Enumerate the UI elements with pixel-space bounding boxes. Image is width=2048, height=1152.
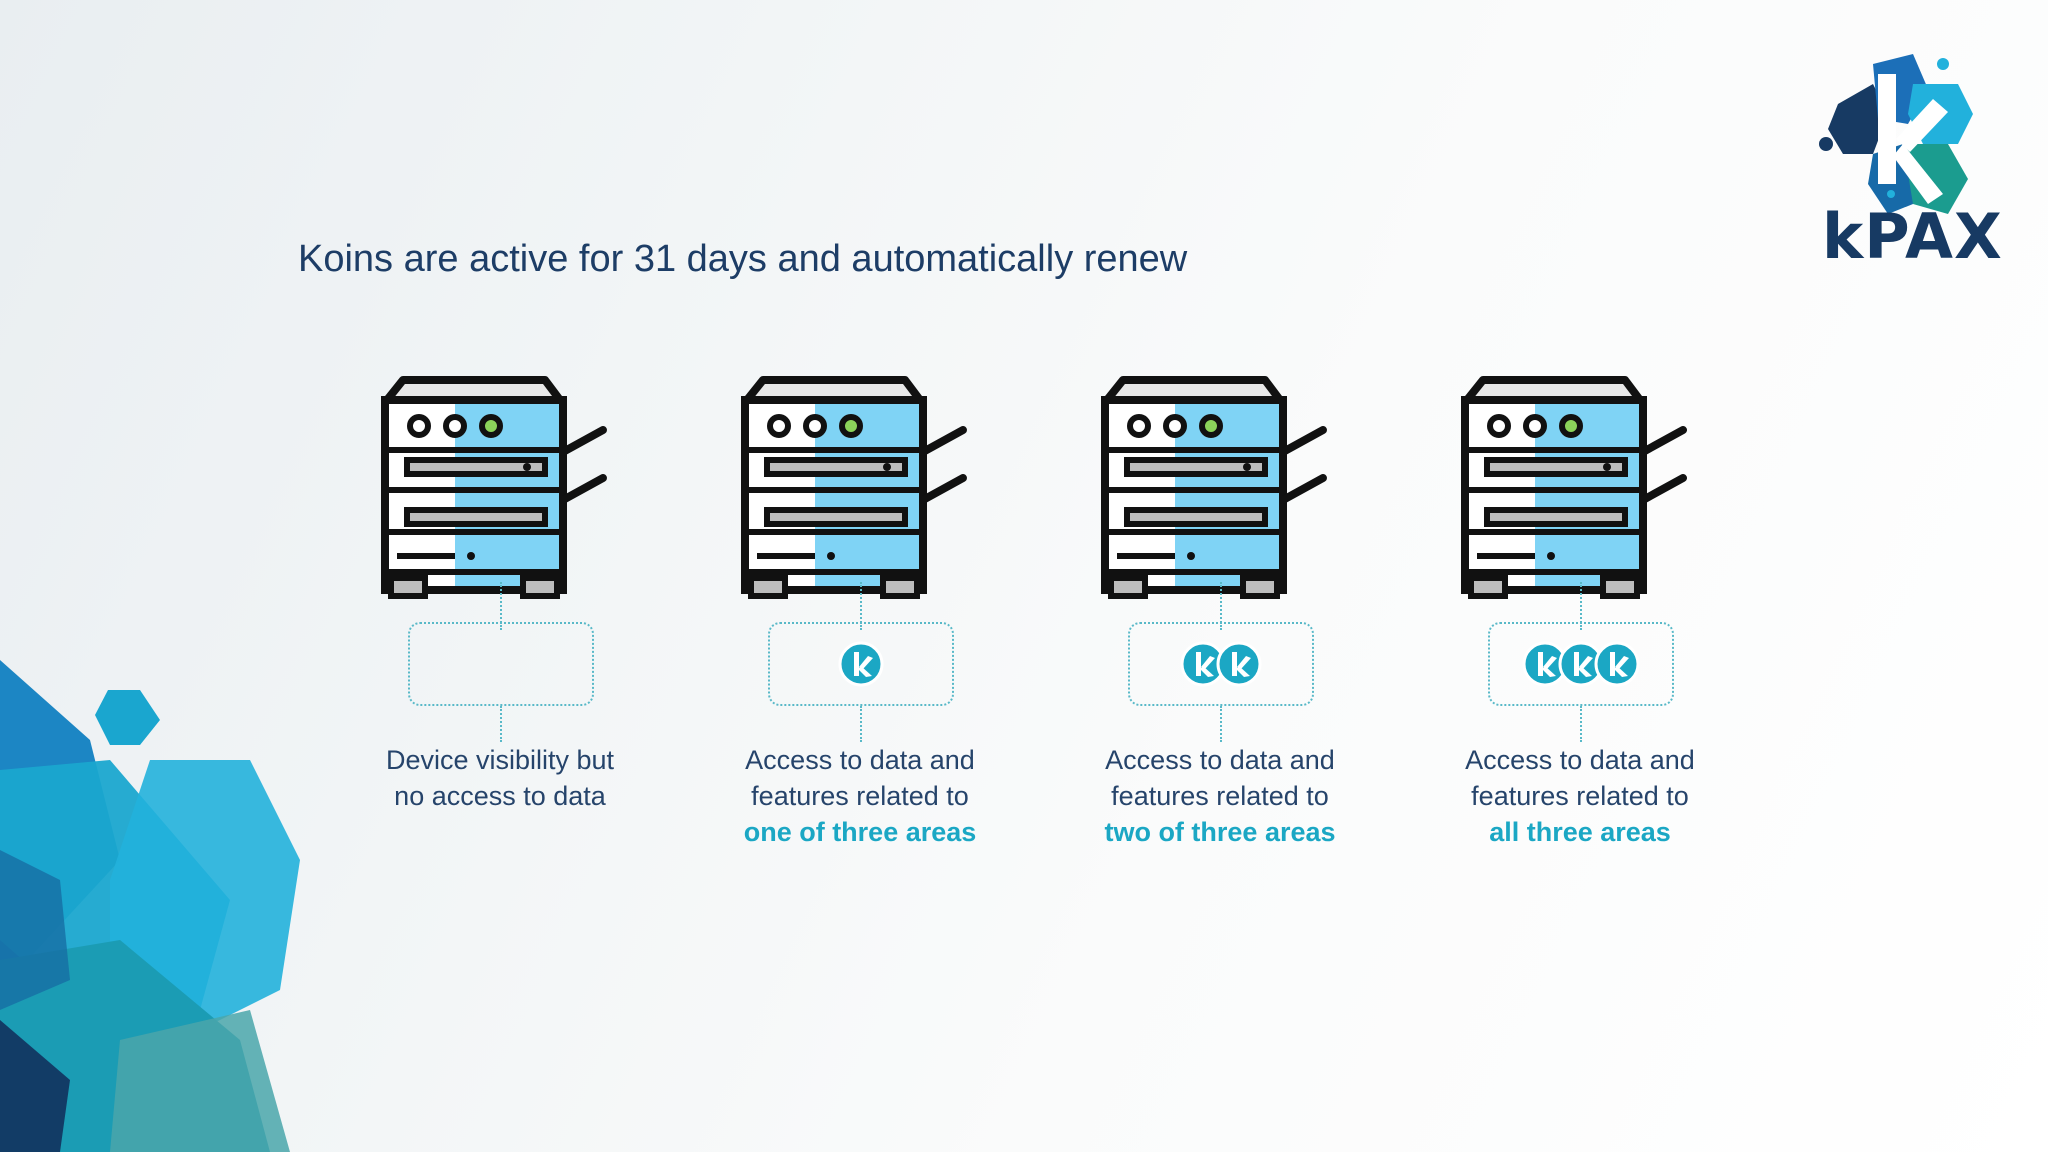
description-highlight: all three areas	[1489, 817, 1671, 847]
koin-icon	[1594, 641, 1640, 687]
connector-line	[1220, 706, 1222, 742]
tier-card: Device visibility but no access to data	[330, 372, 670, 872]
printer-icon	[375, 372, 625, 602]
connector-line	[1220, 582, 1222, 630]
description-line: features related to	[751, 781, 969, 811]
tier-card: Access to data and features related to two…	[1050, 372, 1390, 872]
koin-icon	[1216, 641, 1262, 687]
description-line: no access to data	[394, 781, 606, 811]
tier-description: Access to data and features related to all…	[1410, 742, 1750, 850]
connector-line	[1580, 582, 1582, 630]
koin-icon	[1522, 641, 1568, 687]
koin-box	[408, 622, 594, 706]
printer-icon	[1095, 372, 1345, 602]
koin-icon	[1558, 641, 1604, 687]
connector-line	[1580, 706, 1582, 742]
description-line: features related to	[1471, 781, 1689, 811]
koin-box	[1488, 622, 1674, 706]
tier-description: Access to data and features related to one…	[690, 742, 1030, 850]
printer-icon	[735, 372, 985, 602]
description-line: Access to data and	[1105, 745, 1335, 775]
koin-icon	[838, 641, 884, 687]
connector-line	[860, 706, 862, 742]
koin-box	[768, 622, 954, 706]
description-line: features related to	[1111, 781, 1329, 811]
connector-line	[860, 582, 862, 630]
slide-title: Koins are active for 31 days and automat…	[298, 238, 1188, 280]
connector-line	[500, 706, 502, 742]
kpax-logo-icon	[1819, 54, 1973, 214]
description-highlight: two of three areas	[1104, 817, 1336, 847]
description-line: Device visibility but	[385, 745, 615, 775]
logo-wordmark: kPAX	[1822, 200, 2003, 273]
koin-icon	[1180, 641, 1226, 687]
tier-description: Access to data and features related to two…	[1050, 742, 1390, 850]
description-highlight: one of three areas	[743, 817, 977, 847]
tier-card: Access to data and features related to all…	[1410, 372, 1750, 872]
tier-description: Device visibility but no access to data	[330, 742, 670, 814]
tier-card: Access to data and features related to one…	[690, 372, 1030, 872]
connector-line	[500, 582, 502, 630]
description-line: Access to data and	[745, 745, 975, 775]
description-line: Access to data and	[1465, 745, 1695, 775]
koin-box	[1128, 622, 1314, 706]
printer-icon	[1455, 372, 1705, 602]
